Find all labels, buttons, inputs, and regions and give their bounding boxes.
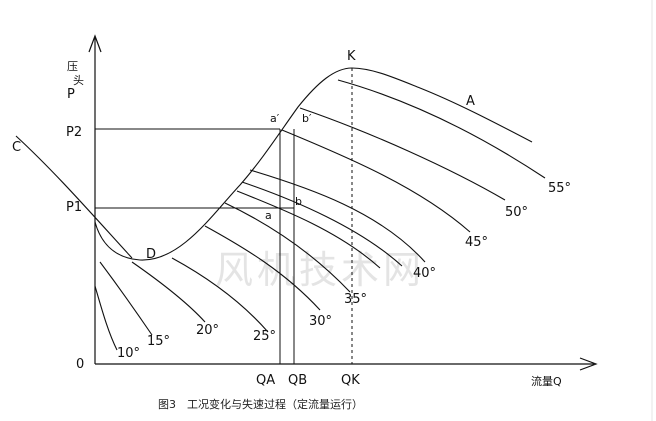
angle-line-40b	[249, 169, 426, 263]
x-axis-label: 流量Q	[531, 374, 562, 388]
origin-label: 0	[76, 357, 84, 372]
angle-label-50: 50°	[505, 205, 528, 220]
curve-c	[15, 135, 133, 259]
tick-p2: P2	[66, 125, 82, 140]
guide-lines	[95, 68, 353, 364]
angle-label-45: 45°	[465, 235, 488, 250]
point-b-label: b	[295, 195, 302, 208]
angle-line-15	[99, 261, 153, 336]
angle-label-20: 20°	[196, 323, 219, 338]
point-a-label: a	[265, 209, 272, 222]
curve-a-boundary	[94, 67, 533, 261]
tick-qa: QA	[256, 373, 275, 388]
angle-line-20	[131, 261, 206, 323]
angle-line-50	[299, 107, 506, 201]
figure-caption: 图3 工况变化与失速过程（定流量运行）	[158, 397, 363, 411]
blade-angle-lines	[94, 79, 546, 351]
angle-label-35: 35°	[344, 292, 367, 307]
y-axis-label-char1: 压	[67, 60, 78, 73]
point-b-prime-label: b′	[302, 112, 312, 125]
point-k-label: K	[347, 49, 356, 64]
angle-line-45	[281, 129, 471, 233]
axes	[88, 34, 598, 371]
tick-qk: QK	[341, 373, 360, 388]
angle-line-35	[224, 202, 351, 293]
angle-label-40: 40°	[413, 266, 436, 281]
angle-line-30	[204, 225, 321, 311]
angle-line-25	[171, 257, 269, 333]
x-axis-arrow	[579, 357, 598, 371]
angle-line-10	[94, 285, 118, 351]
point-a-prime-label: a′	[270, 112, 280, 125]
curve-a-label: A	[466, 94, 475, 109]
tick-qb: QB	[288, 373, 307, 388]
angle-label-10: 10°	[117, 346, 140, 361]
angle-label-30: 30°	[309, 314, 332, 329]
angle-label-55: 55°	[548, 181, 571, 196]
angle-label-25: 25°	[253, 329, 276, 344]
y-axis-arrow	[88, 34, 102, 53]
angle-line-40	[241, 181, 403, 267]
watermark: 风机技术网	[215, 248, 425, 292]
point-c-label: C	[12, 140, 21, 155]
angle-label-15: 15°	[147, 334, 170, 349]
y-axis-label-letter: P	[67, 87, 75, 102]
point-d-label: D	[146, 247, 156, 262]
tick-p1: P1	[66, 200, 82, 215]
y-axis-label-char2: 头	[73, 74, 84, 87]
angle-line-35b	[236, 190, 381, 269]
angle-line-55	[337, 79, 546, 179]
